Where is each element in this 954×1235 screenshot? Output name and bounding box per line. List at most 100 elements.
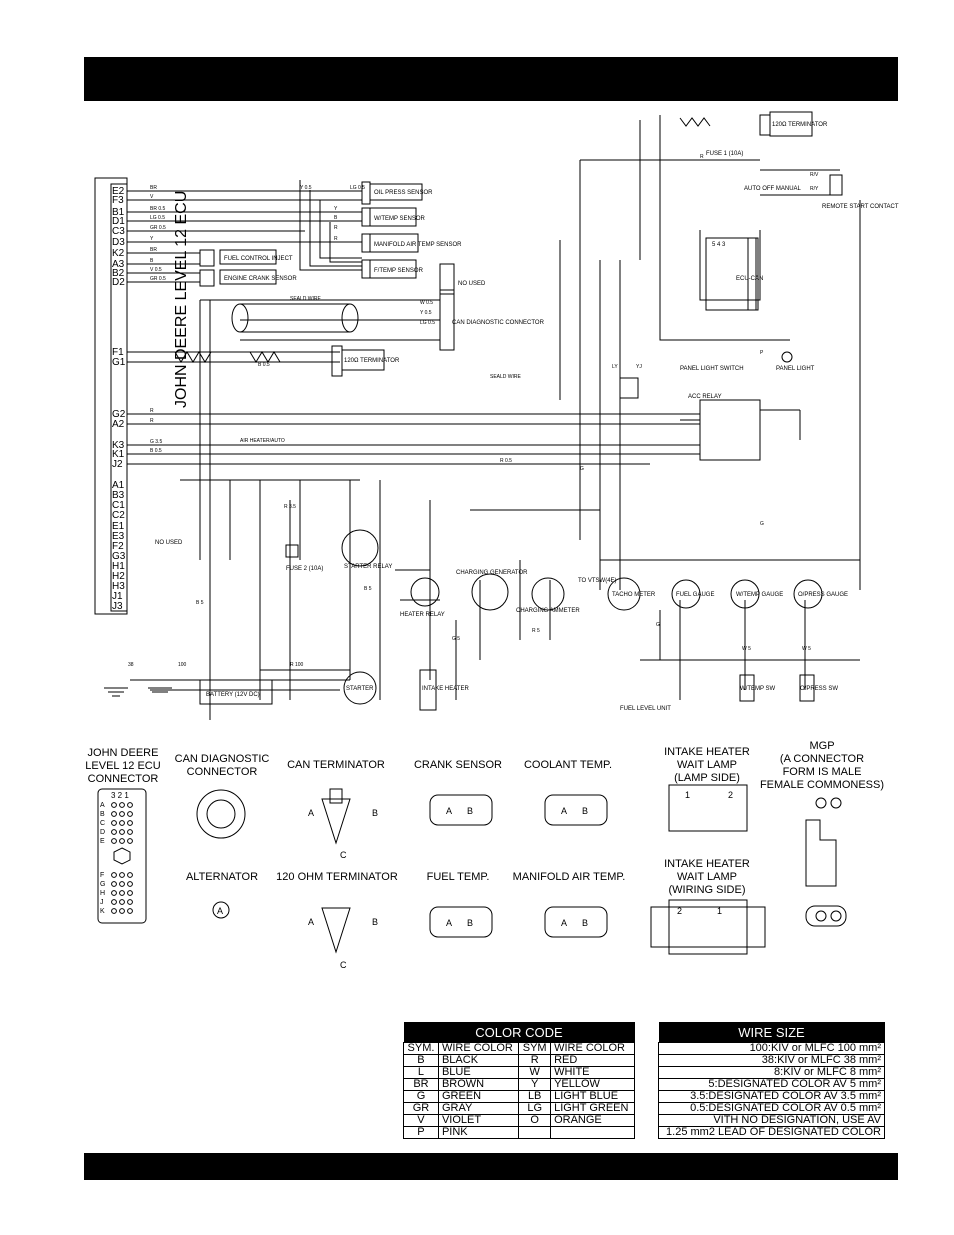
ecu-pin-socket	[119, 899, 125, 905]
ecu-pin-socket	[111, 890, 117, 896]
ecu-pin-label: D1	[112, 216, 125, 227]
svg-text:O/PRESS SW: O/PRESS SW	[800, 686, 838, 692]
ecu-row-letter: H	[100, 890, 105, 897]
wire-label: GR 0.5	[150, 225, 166, 231]
wire-size-cell: 38:KIV or MLFC 38 mm²	[658, 1054, 885, 1067]
ecu-pin-socket	[111, 802, 117, 808]
color-cell: BROWN	[437, 1078, 520, 1091]
color-cell: G	[403, 1090, 439, 1103]
caption-crank-sensor: CRANK SENSOR	[413, 759, 503, 771]
color-header-cell: SYM.	[403, 1042, 439, 1055]
ecu-pin-socket	[127, 811, 133, 817]
svg-text:ECU-CAN: ECU-CAN	[736, 276, 763, 282]
ecu-pin-socket	[127, 872, 133, 878]
svg-text:PANEL LIGHT: PANEL LIGHT	[776, 366, 815, 372]
caption-can-diag: CAN DIAGNOSTIC CONNECTOR	[174, 753, 270, 778]
wire-label: R	[150, 408, 154, 414]
alternator-drawing	[212, 901, 230, 919]
color-header-cell: WIRE COLOR	[550, 1042, 635, 1055]
wire-label: 100	[178, 662, 187, 668]
ecu-pin-label: A2	[112, 419, 125, 430]
color-cell: WHITE	[550, 1066, 635, 1079]
caption-wiring-side: INTAKE HEATER WAIT LAMP (WIRING SIDE)	[664, 858, 750, 896]
ecu-pin-socket	[119, 811, 125, 817]
wire-label: G	[580, 466, 584, 472]
ecu-pin-socket	[127, 820, 133, 826]
crank-sensor-drawing	[429, 794, 493, 826]
color-code-title: COLOR CODE	[403, 1022, 635, 1043]
svg-text:TACHO METER: TACHO METER	[612, 592, 656, 598]
svg-text:OIL PRESS SENSOR: OIL PRESS SENSOR	[374, 190, 433, 196]
svg-text:W/TEMP GAUGE: W/TEMP GAUGE	[736, 592, 783, 598]
wire-label: R/V	[810, 172, 819, 178]
wire-size-cell: 8:KIV or MLFC 8 mm²	[658, 1066, 885, 1079]
ecu-pin-socket	[119, 838, 125, 844]
wire-label: R	[150, 418, 154, 424]
svg-text:A: A	[561, 806, 567, 816]
color-cell	[550, 1126, 635, 1139]
wire-label: AIR HEATER/AUTO	[240, 438, 285, 444]
color-cell: LB	[518, 1090, 552, 1103]
ecu-pin-socket	[127, 890, 133, 896]
svg-text:B: B	[372, 808, 378, 818]
svg-text:FUEL CONTROL INJECT: FUEL CONTROL INJECT	[224, 256, 293, 262]
wire-label: Y 0.5	[300, 185, 312, 191]
color-cell: V	[403, 1114, 439, 1127]
wire-label: BR	[150, 247, 157, 253]
wire-label: SEALD WIRE	[290, 296, 322, 302]
ecu-row-letter: B	[100, 811, 105, 818]
wire-size-cell: 1.25 mm2 LEAD OF DESIGNATED COLOR	[658, 1126, 885, 1139]
mgp-drawing	[805, 819, 837, 887]
color-cell: BLUE	[437, 1066, 520, 1079]
svg-text:5 4 3: 5 4 3	[712, 242, 726, 248]
ecu-pin-socket	[119, 908, 125, 914]
ecu-pin-label: F3	[112, 195, 124, 206]
svg-text:B: B	[582, 918, 588, 928]
svg-text:B: B	[467, 918, 473, 928]
fuel-temp-drawing	[429, 906, 493, 938]
can-diag-drawing	[196, 789, 246, 839]
svg-text:B: B	[582, 806, 588, 816]
svg-text:INTAKE HEATER: INTAKE HEATER	[422, 686, 469, 692]
svg-text:FUSE 2 (10A): FUSE 2 (10A)	[286, 566, 323, 572]
color-cell: L	[403, 1066, 439, 1079]
wire-size-cell: 0.5:DESIGNATED COLOR AV 0.5 mm²	[658, 1102, 885, 1115]
caption-lamp-side: INTAKE HEATER WAIT LAMP (LAMP SIDE)	[664, 746, 750, 784]
wiring-schematic: JOHN DEERE LEVEL 12 ECU OIL PRESS SENSOR…	[94, 111, 899, 970]
svg-text:CAN DIAGNOSTIC CONNECTOR: CAN DIAGNOSTIC CONNECTOR	[452, 320, 545, 326]
svg-text:120Ω TERMINATOR: 120Ω TERMINATOR	[772, 122, 828, 128]
svg-text:AUTO OFF MANUAL: AUTO OFF MANUAL	[744, 186, 802, 192]
ecu-pin-socket	[111, 881, 117, 887]
svg-text:STARTER: STARTER	[346, 686, 374, 692]
wire-label: R/Y	[810, 186, 819, 192]
wire-label: G	[656, 622, 660, 628]
wire-label: LG 0.5	[150, 215, 165, 221]
footer-bar	[84, 1153, 898, 1180]
color-cell: LIGHT BLUE	[550, 1090, 635, 1103]
wire-label: V	[150, 194, 154, 200]
ecu-pin-label: G2	[112, 409, 126, 420]
caption-manifold: MANIFOLD AIR TEMP.	[512, 871, 626, 883]
color-cell: VIOLET	[437, 1114, 520, 1127]
wire-label: V 0.5	[150, 267, 162, 273]
svg-text:NO USED: NO USED	[155, 540, 183, 546]
svg-text:1: 1	[717, 906, 722, 916]
wire-label: SEALD WIRE	[490, 374, 522, 380]
ecu-pin-socket	[111, 829, 117, 835]
svg-text:W/TEMP SENSOR: W/TEMP SENSOR	[374, 216, 426, 222]
table-row: 8:KIV or MLFC 8 mm²	[658, 1066, 885, 1079]
can-terminator-drawing	[321, 798, 351, 845]
svg-text:B: B	[372, 917, 378, 927]
color-cell: GR	[403, 1102, 439, 1115]
svg-text:F/TEMP SENSOR: F/TEMP SENSOR	[374, 268, 424, 274]
color-cell: ORANGE	[550, 1114, 635, 1127]
wire-size-cell: 100:KIV or MLFC 100 mm²	[658, 1042, 885, 1055]
caption-ecu-connector: JOHN DEERE LEVEL 12 ECU CONNECTOR	[85, 747, 161, 785]
ecu-pin-label: H3	[112, 581, 125, 592]
wire-label: B 5	[364, 586, 372, 592]
connector-drawings	[97, 784, 847, 955]
